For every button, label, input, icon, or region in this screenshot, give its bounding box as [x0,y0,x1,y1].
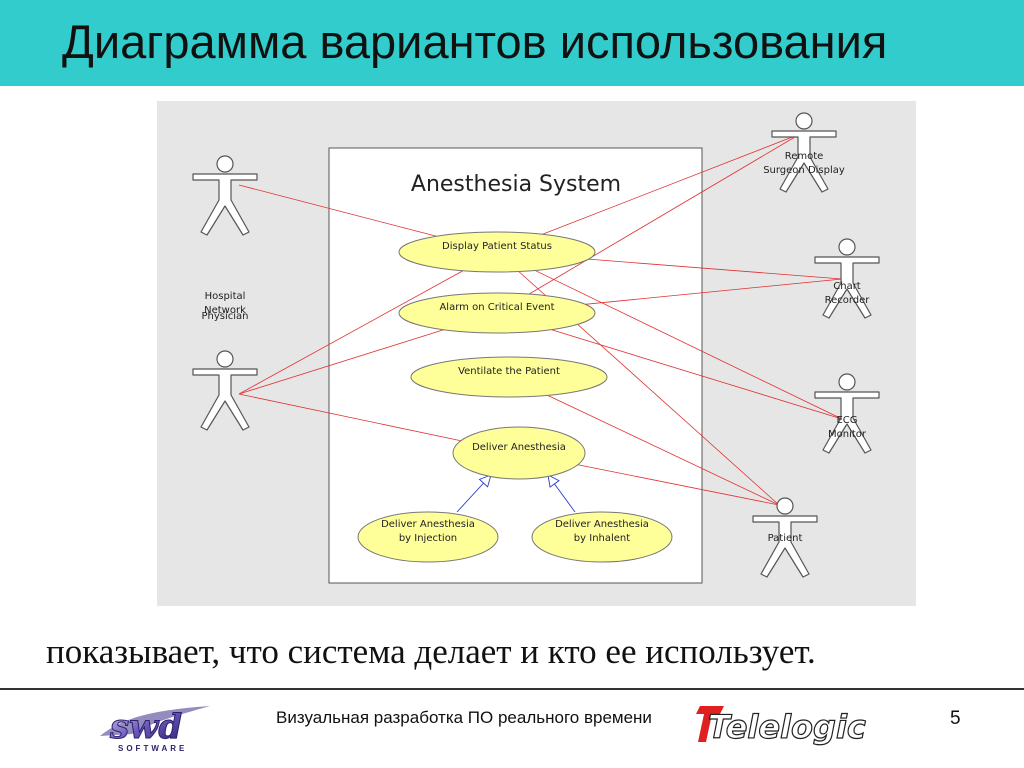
actor-head [838,238,856,256]
slide-title: Диаграмма вариантов использования [62,15,888,68]
association-line [238,270,464,395]
use-case-label: Display Patient Status [442,241,552,252]
use-case-label: Alarm on Critical Event [439,302,554,313]
actor-body [192,173,258,236]
use-case-label: by Injection [399,533,457,544]
actor-label: Monitor [828,429,867,440]
use-case-label: Deliver Anesthesia [472,442,566,453]
actor-head [795,112,813,130]
actor-label: Network [204,305,246,316]
use-case-label: Deliver Anesthesia [555,519,649,530]
actor-label: Recorder [825,295,871,306]
use-case-label: Deliver Anesthesia [381,519,475,530]
slide-caption: показывает, что система делает и кто ее … [46,632,816,671]
actor-ecg [814,373,880,454]
association-line [577,464,780,506]
actor-hospital [192,155,258,236]
telelogic-logo: Telelogic [694,702,904,751]
actor-label: ECG [836,415,857,426]
association-line [238,393,461,442]
title-bar [0,0,1024,86]
system-name: Anesthesia System [411,172,621,197]
actor-chart [814,238,880,319]
svg-text:swd: swd [109,707,182,747]
swd-software-logo: swd SOFTWARE [92,700,232,761]
actor-label: Physician [201,311,248,322]
actor-body [752,515,818,578]
use-case-label: Ventilate the Patient [458,366,560,377]
association-line [547,395,780,506]
association-line [238,184,437,237]
actor-head [776,497,794,515]
actor-label: Remote [785,151,824,162]
use-case-display [398,231,596,273]
association-line [534,270,843,420]
actor-label: Chart [833,281,861,292]
association-line [588,258,843,280]
actor-body [814,391,880,454]
use-case-alarm [398,292,596,334]
actor-label: Surgeon Display [763,165,845,176]
actor-head [216,350,234,368]
use-case-ventilate [410,356,608,398]
actor-head [216,155,234,173]
actor-physician [192,350,258,431]
actor-body [814,256,880,319]
actor-head [838,373,856,391]
actor-remote [771,112,837,193]
use-case-label: by Inhalent [574,533,630,544]
actor-label: Patient [768,533,803,544]
footer-divider [0,688,1024,690]
use-case-injection [357,511,499,563]
page-number: 5 [950,708,961,729]
use-case-inhalent [531,511,673,563]
association-line [542,133,801,235]
svg-text:Telelogic: Telelogic [708,708,866,746]
actor-patient [752,497,818,578]
actor-body [771,130,837,193]
footer-text: Визуальная разработка ПО реального време… [276,708,652,727]
actor-body [192,368,258,431]
association-line [585,278,843,305]
generalization-arrowhead [478,474,492,488]
use-case-deliver [452,426,586,480]
svg-text:SOFTWARE: SOFTWARE [118,744,187,753]
association-line [238,329,444,395]
association-line [528,133,801,295]
actor-label: Hospital [205,291,246,302]
generalization-arrowhead [547,474,560,488]
